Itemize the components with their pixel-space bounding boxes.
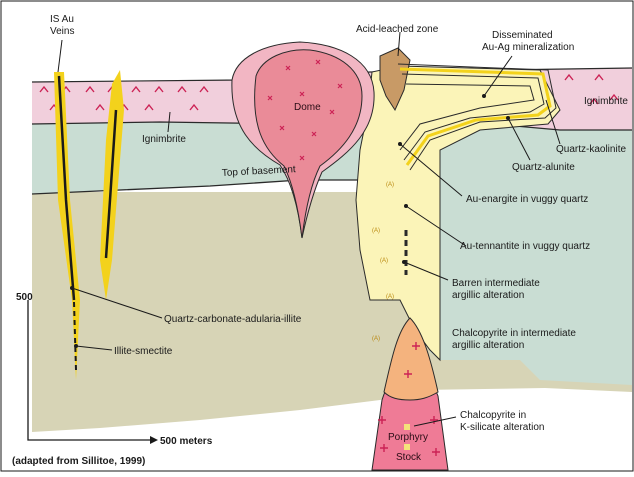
label-au-tennantite: Au-tennantite in vuggy quartz (460, 241, 590, 252)
label-ignimbrite-left: Ignimbrite (142, 134, 186, 145)
label-stock: Stock (396, 452, 422, 463)
leader-dot (402, 260, 406, 264)
label-ignimbrite-right: Ignimbrite (584, 96, 628, 107)
label-dome: Dome (294, 102, 321, 113)
label-quartz-kaolinite: Quartz-kaolinite (556, 144, 626, 155)
svg-text:(A): (A) (386, 182, 394, 188)
porphyry-ore-dot (404, 444, 410, 450)
label-illite-smectite: Illite-smectite (114, 346, 173, 357)
label-scale-500: 500 (16, 292, 33, 303)
leader-dot (398, 142, 402, 146)
label-veins: Veins (50, 26, 74, 37)
leader-dot (482, 94, 486, 98)
leader-dot (74, 344, 78, 348)
leader-dot (404, 204, 408, 208)
leader-dot (506, 116, 510, 120)
svg-text:(A): (A) (380, 258, 388, 264)
label-acid-leached-zone: Acid-leached zone (356, 24, 439, 35)
label-chalcopyrite-int-1: Chalcopyrite in intermediate (452, 328, 576, 339)
label-scale-500-meters: 500 meters (160, 436, 213, 447)
svg-text:(A): (A) (372, 336, 380, 342)
label-porphyry: Porphyry (388, 432, 428, 443)
label-disseminated-1: Disseminated (492, 30, 553, 41)
label-barren-2: argillic alteration (452, 290, 524, 301)
porphyry-ore-dot (404, 424, 410, 430)
label-disseminated-2: Au-Ag mineralization (482, 42, 574, 53)
label-is-au: IS Au (50, 14, 74, 25)
label-chalcopyrite-int-2: argillic alteration (452, 340, 524, 351)
svg-text:(A): (A) (372, 228, 380, 234)
label-source: (adapted from Sillitoe, 1999) (12, 456, 145, 467)
label-au-enargite: Au-enargite in vuggy quartz (466, 194, 588, 205)
label-quartz-alunite: Quartz-alunite (512, 162, 575, 173)
label-qcai: Quartz-carbonate-adularia-illite (164, 314, 302, 325)
label-chalcopyrite-k-2: K-silicate alteration (460, 422, 544, 433)
svg-text:(A): (A) (386, 294, 394, 300)
label-barren-1: Barren intermediate (452, 278, 540, 289)
leader-dot (70, 286, 74, 290)
label-chalcopyrite-k-1: Chalcopyrite in (460, 410, 526, 421)
